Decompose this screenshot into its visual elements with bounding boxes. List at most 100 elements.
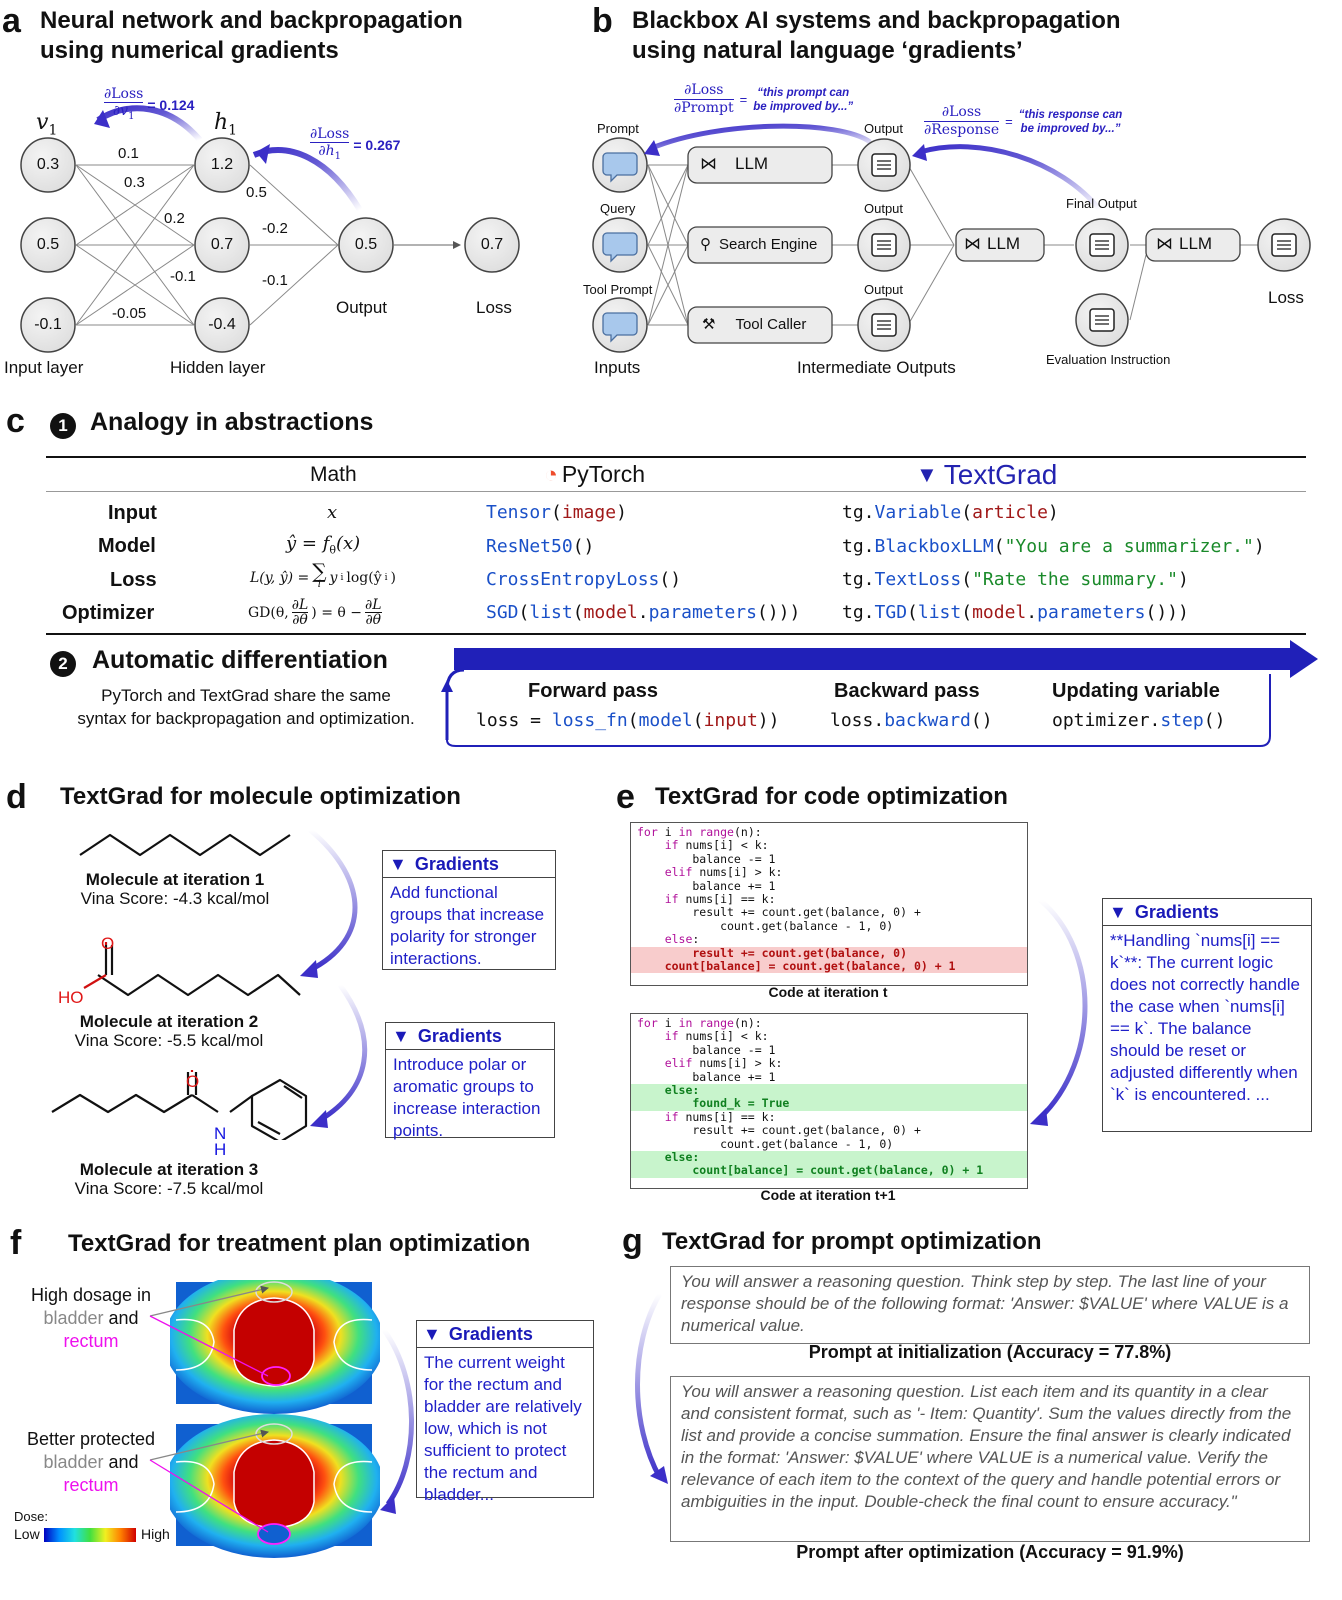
pytorch-loss: CrossEntropyLoss()	[486, 569, 682, 590]
panel-a-title: Neural network and backpropagation using…	[40, 6, 463, 66]
panel-a-title-line2: using numerical gradients	[40, 37, 339, 64]
panel-e-label: e	[616, 778, 635, 816]
textgrad-logo-icon: ▼	[423, 1324, 441, 1344]
panel-a-label: a	[2, 2, 21, 40]
update-variable-title: Updating variable	[1052, 680, 1220, 702]
table-mid-rule	[46, 491, 1306, 492]
tool-prompt-label: Tool Prompt	[583, 282, 653, 297]
llm-box-3: ⋈LLM	[1156, 234, 1213, 253]
prompt-gradient-arrow	[635, 1292, 668, 1484]
panel-d-title: TextGrad for molecule optimization	[60, 783, 461, 810]
pytorch-flame-icon: ◔	[544, 461, 558, 487]
textgrad-optimizer: tg.TGD(list(model.parameters()))	[842, 602, 1189, 623]
molecule-diagrams	[51, 833, 308, 1140]
evaluation-instruction-label: Evaluation Instruction	[1046, 352, 1171, 367]
v1-label: v1	[36, 110, 58, 139]
dose-legend-high: High	[141, 1526, 170, 1542]
output-node: 0.5	[354, 236, 378, 253]
atom-o-2: O	[186, 1072, 200, 1091]
loss-node: 0.7	[480, 236, 504, 253]
weight-label: -0.1	[262, 272, 288, 289]
prompt-optimized: You will answer a reasoning question. Li…	[670, 1376, 1310, 1542]
neural-network-diagram	[20, 105, 520, 353]
llm-box-2: ⋈LLM	[964, 234, 1021, 253]
textgrad-logo-icon: ▼	[916, 462, 938, 487]
update-variable-code: optimizer.step()	[1052, 710, 1226, 731]
loss-label-b: Loss	[1268, 288, 1304, 307]
molecule-gradient-arrows	[300, 828, 368, 1128]
blackbox-diagram	[592, 123, 1311, 353]
inputs-label: Inputs	[594, 358, 641, 377]
panel-f-title: TextGrad for treatment plan optimization	[68, 1230, 531, 1257]
panel-f-label: f	[10, 1224, 22, 1262]
math-model: ŷ = fθ(x)	[286, 533, 361, 557]
final-output-label: Final Output	[1066, 196, 1137, 211]
search-engine-box: ⚲Search Engine	[700, 235, 818, 254]
backward-pass-code: loss.backward()	[830, 710, 993, 731]
weight-label: -0.05	[112, 305, 147, 322]
network-icon: ⋈	[964, 234, 981, 253]
textgrad-input: tg.Variable(article)	[842, 502, 1059, 523]
input-layer-label: Input layer	[4, 358, 84, 377]
atom-h: H	[214, 1140, 227, 1159]
panel-b-title-line1: Blackbox AI systems and backpropagation	[632, 7, 1121, 34]
atom-o-1: O	[101, 934, 115, 953]
prompt-label: Prompt	[597, 121, 639, 136]
textgrad-logo-icon: ▼	[389, 854, 407, 874]
row-model-name: Model	[98, 535, 156, 557]
query-label: Query	[600, 201, 636, 216]
panel-b-title: Blackbox AI systems and backpropagation …	[632, 6, 1121, 66]
intermediate-outputs-label: Intermediate Outputs	[797, 358, 956, 377]
molecule-gradient-box-1: ▼Gradients Add functional groups that in…	[382, 850, 556, 970]
panel-c-label: c	[6, 402, 25, 440]
weight-label: -0.2	[262, 220, 288, 237]
code-iteration-t-caption: Code at iteration t	[768, 984, 888, 1000]
panel-g-title: TextGrad for prompt optimization	[662, 1228, 1042, 1255]
weight-label: -0.1	[170, 268, 196, 285]
code-gradient-arrow	[1030, 898, 1088, 1126]
treatment-gradient-box: ▼Gradients The current weight for the re…	[416, 1320, 594, 1504]
forward-pass-code: loss = loss_fn(model(input))	[476, 710, 780, 731]
table-bottom-rule	[46, 633, 1306, 635]
output-label-1: Output	[864, 121, 904, 136]
code-iteration-t1: for i in range(n): if nums[i] < k: balan…	[630, 1013, 1028, 1189]
row-optimizer-name: Optimizer	[62, 602, 155, 624]
prompt-initial-caption: Prompt at initialization (Accuracy = 77.…	[808, 1342, 1172, 1362]
prompt-optimized-caption: Prompt after optimization (Accuracy = 91…	[796, 1542, 1184, 1562]
panel-g-label: g	[622, 1222, 643, 1260]
pytorch-optimizer: SGD(list(model.parameters()))	[486, 602, 801, 623]
hidden-node-3: -0.4	[208, 316, 236, 333]
panel-b-label: b	[592, 2, 613, 40]
dose-legend-low: Low	[14, 1526, 40, 1542]
col-pytorch-header: ◔ PyTorch	[544, 461, 645, 487]
code-iteration-t: for i in range(n): if nums[i] < k: balan…	[630, 822, 1028, 986]
h1-label: h1	[214, 110, 238, 139]
step2-title: Automatic differentiation	[92, 646, 388, 674]
dose-map-images	[170, 1280, 380, 1558]
step2-description: PyTorch and TextGrad share the same synt…	[77, 686, 415, 728]
forward-pass-title: Forward pass	[528, 680, 659, 702]
backward-pass-title: Backward pass	[834, 680, 980, 702]
input-node-2: 0.5	[36, 236, 60, 253]
panel-a-title-line1: Neural network and backpropagation	[40, 7, 463, 34]
prompt-initial: You will answer a reasoning question. Th…	[670, 1266, 1310, 1344]
pytorch-input: Tensor(image)	[486, 502, 627, 523]
step1-badge: 1	[50, 413, 76, 439]
panel-b-title-line2: using natural language ‘gradients’	[632, 37, 1023, 64]
molecule-gradient-box-2: ▼Gradients Introduce polar or aromatic g…	[385, 1022, 555, 1140]
atom-n: N	[214, 1124, 227, 1143]
dose-legend-title: Dose:	[14, 1509, 48, 1524]
grad-h1-label: ∂Loss ∂h1 = 0.267	[310, 126, 401, 162]
input-node-1: 0.3	[36, 156, 60, 173]
pytorch-model: ResNet50()	[486, 536, 595, 557]
tools-icon: ⚒	[702, 316, 716, 333]
textgrad-logo-icon: ▼	[1109, 902, 1127, 922]
treatment-gradient-arrow	[380, 1328, 414, 1514]
grad-v1-label: ∂Loss ∂v1 = 0.124	[104, 86, 195, 122]
col-math-header: Math	[310, 463, 357, 486]
network-icon: ⋈	[700, 154, 717, 173]
